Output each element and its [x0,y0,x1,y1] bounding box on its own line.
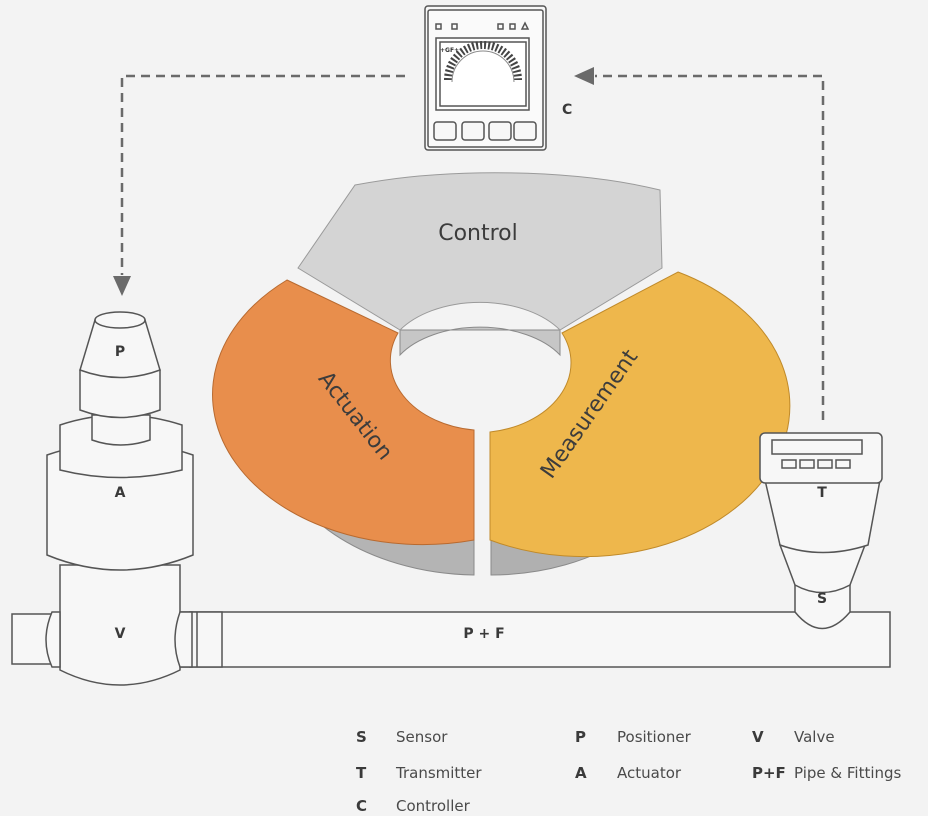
transmitter-label: T [817,485,827,501]
valve-label: V [115,626,126,642]
pipe-label: P + F [463,626,504,642]
transmitter-to-controller-line [595,74,825,420]
controller-device [424,5,547,151]
controller-label: C [562,102,572,118]
arrow-down-icon [113,276,131,296]
ring-segment-measurement [489,271,791,558]
signal-lines [120,74,825,420]
actuator-label: A [115,485,126,501]
sensor-label: S [817,591,827,607]
ring-segment-actuation [212,279,475,546]
valve-assembly [45,311,194,686]
arrow-left-icon [574,67,594,85]
ring-segment-control [297,172,663,331]
transmitter-assembly [759,432,883,630]
controller-screen-brand: +GF+ [440,47,459,54]
positioner-label: P [115,344,125,360]
ring-label-control: Control [438,221,518,246]
pipe [11,611,891,668]
controller-to-positioner-line [120,74,405,275]
